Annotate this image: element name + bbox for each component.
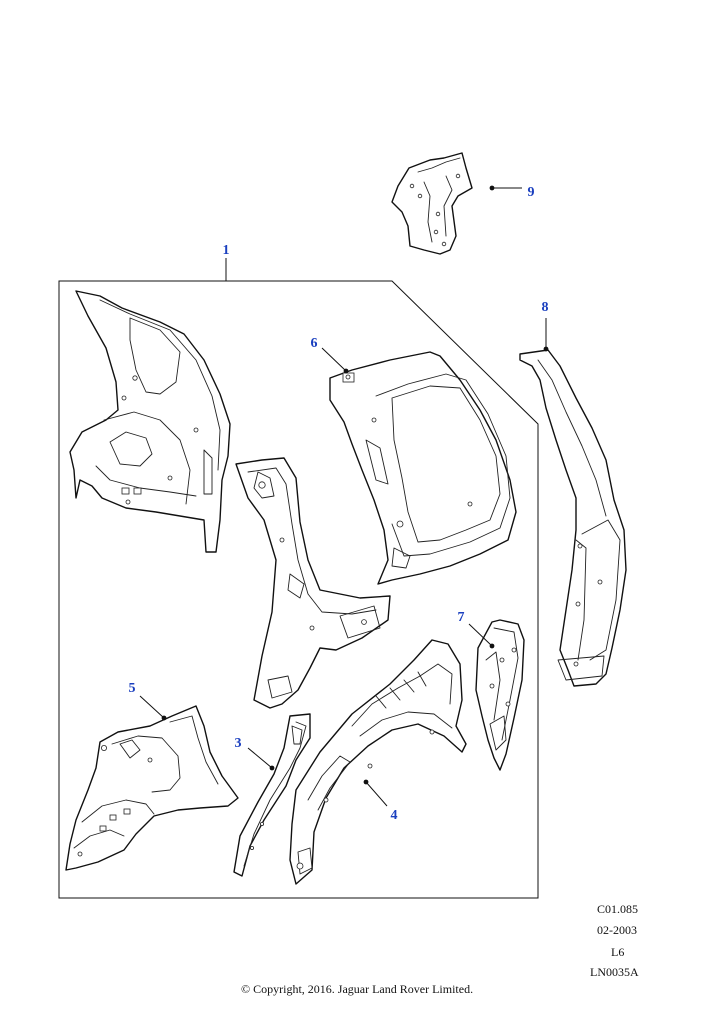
- callout-9-dot: [489, 185, 495, 191]
- callout-label-4[interactable]: 4: [391, 808, 398, 823]
- part-9-pillar-reinforcement[interactable]: [391, 152, 473, 255]
- reference-engine: L6: [611, 945, 625, 959]
- reference-date: 02-2003: [597, 923, 637, 937]
- callout-5-dot: [161, 715, 167, 721]
- callout-8-dot: [543, 346, 549, 352]
- part-1-rear-quarter-inner[interactable]: [69, 290, 231, 553]
- illustration-id: LN0035A: [590, 965, 639, 979]
- callout-6-dot: [343, 368, 349, 374]
- callout-7-leader: [468, 623, 493, 647]
- callout-5-leader: [139, 695, 165, 719]
- callout-label-3[interactable]: 3: [235, 736, 242, 751]
- reference-code: C01.085: [597, 902, 639, 916]
- callout-label-8[interactable]: 8: [542, 300, 549, 315]
- part-6-window-surround[interactable]: [329, 351, 517, 585]
- callout-4-leader: [365, 781, 388, 807]
- part-5-quarter-inner-lower[interactable]: [65, 705, 239, 871]
- callout-label-1[interactable]: 1: [223, 243, 230, 258]
- part-8-side-rail[interactable]: [519, 349, 627, 687]
- callout-label-9[interactable]: 9: [528, 185, 535, 200]
- pillar-reinforcement-panel[interactable]: [235, 457, 391, 709]
- callout-label-5[interactable]: 5: [129, 681, 136, 696]
- callout-label-6[interactable]: 6: [311, 336, 318, 351]
- part-7-lower-bracket[interactable]: [475, 619, 525, 771]
- part-3-closing-strip[interactable]: [233, 713, 311, 877]
- copyright-notice: © Copyright, 2016. Jaguar Land Rover Lim…: [241, 982, 474, 996]
- callout-3-dot: [269, 765, 275, 771]
- callout-7-dot: [489, 643, 495, 649]
- assembly-outline-box: [58, 280, 539, 899]
- callout-3-leader: [247, 747, 273, 769]
- part-4-wheel-arch[interactable]: [289, 639, 467, 885]
- callout-label-7[interactable]: 7: [458, 610, 465, 625]
- callout-6-leader: [321, 347, 347, 372]
- callout-4-dot: [363, 779, 369, 785]
